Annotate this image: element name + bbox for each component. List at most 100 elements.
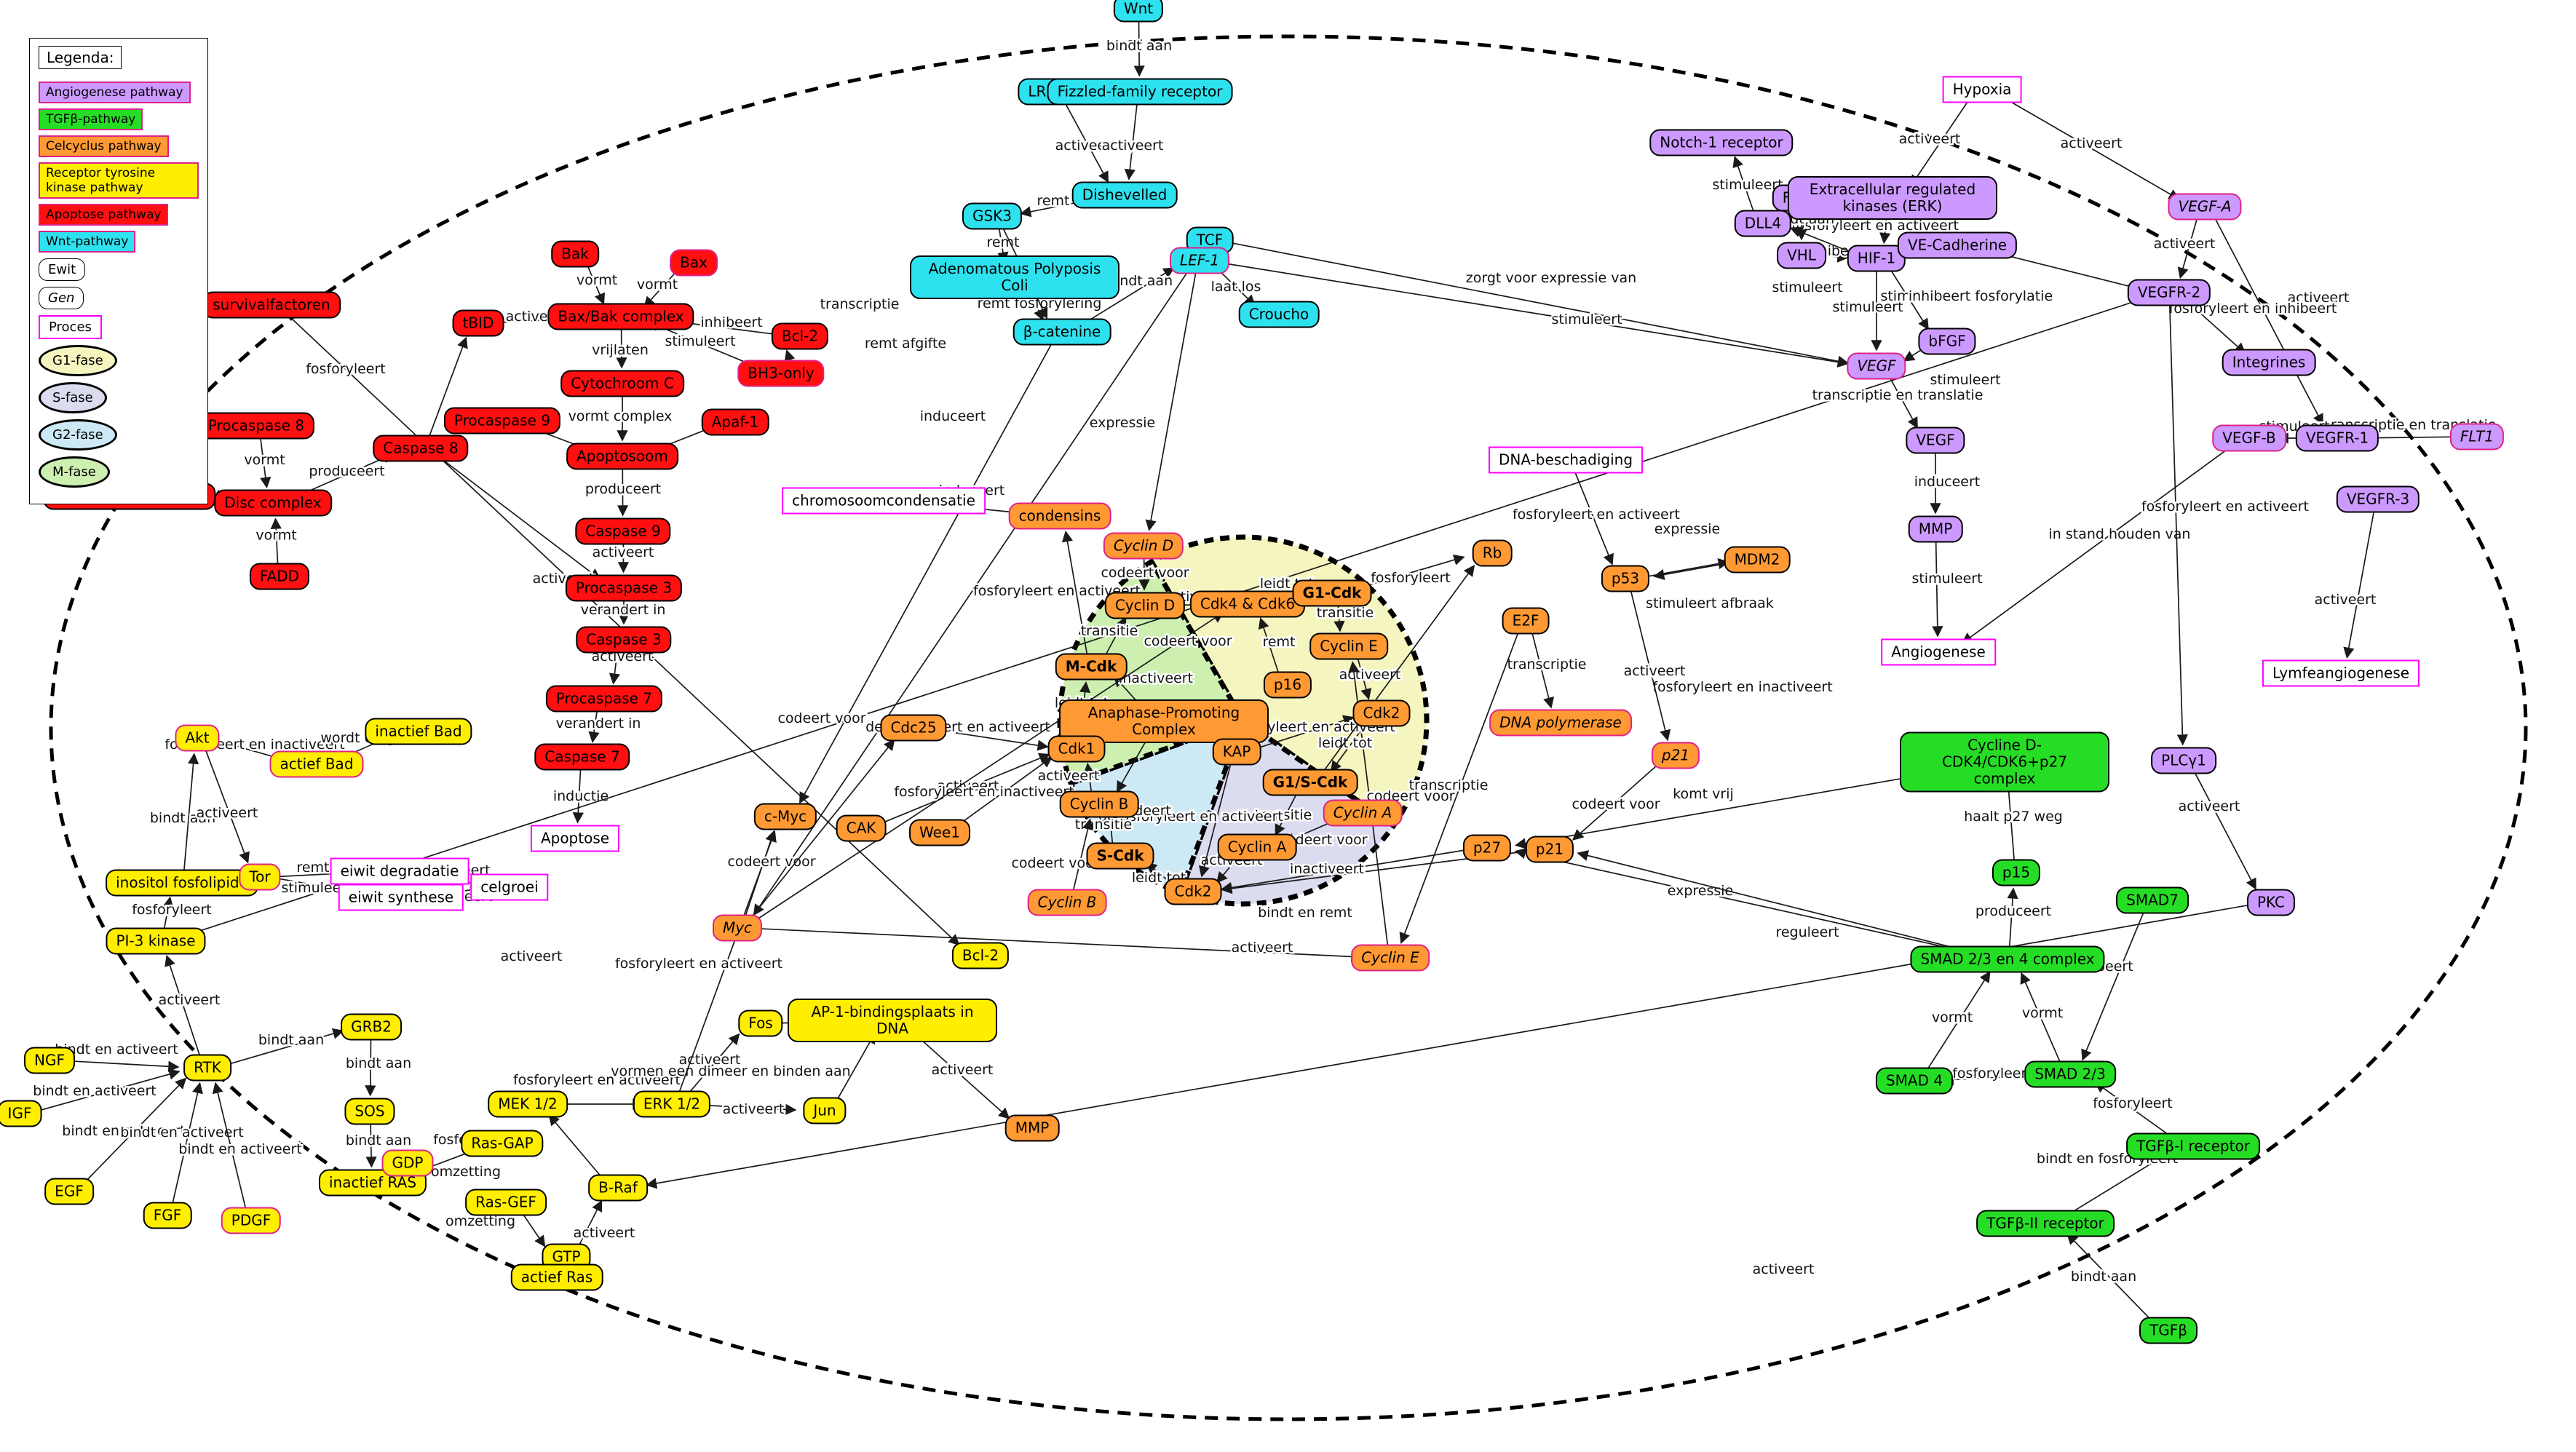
node-mmpo[interactable]: MMP [1004, 1114, 1060, 1142]
node-bbc[interactable]: Bax/Bak complex [547, 303, 694, 330]
node-cycA[interactable]: Cyclin A [1217, 833, 1297, 861]
node-smad7[interactable]: SMAD7 [2116, 886, 2189, 914]
node-vegfp[interactable]: VEGF [1906, 427, 1965, 454]
node-cond[interactable]: condensins [1008, 502, 1111, 530]
node-dsh[interactable]: Dishevelled [1071, 181, 1178, 209]
node-cycE[interactable]: Cyclin E [1309, 632, 1388, 660]
node-erk12[interactable]: ERK 1/2 [633, 1090, 711, 1118]
node-vhl[interactable]: VHL [1777, 242, 1826, 269]
node-apaf[interactable]: Apaf-1 [701, 408, 769, 436]
node-pc8[interactable]: Procaspase 8 [197, 412, 315, 440]
node-c8[interactable]: Caspase 8 [373, 435, 469, 462]
node-p27[interactable]: p27 [1462, 834, 1512, 862]
node-gscdk[interactable]: G1/S-Cdk [1262, 769, 1358, 796]
node-mdm2[interactable]: MDM2 [1724, 546, 1791, 574]
node-mmpp[interactable]: MMP [1908, 515, 1963, 543]
node-cytc[interactable]: Cytochroom C [560, 370, 684, 397]
node-jun[interactable]: Jun [803, 1097, 847, 1124]
node-p21g[interactable]: p21 [1651, 742, 1700, 769]
node-ngf[interactable]: NGF [24, 1047, 75, 1074]
node-chromc[interactable]: chromosoomcondensatie [782, 487, 986, 515]
node-dnapol[interactable]: DNA polymerase [1489, 709, 1632, 737]
node-igf[interactable]: IGF [0, 1100, 42, 1127]
node-aras[interactable]: actief Ras [510, 1263, 603, 1291]
node-vegfr3[interactable]: VEGFR-3 [2336, 485, 2420, 513]
node-vegfa[interactable]: VEGF-A [2168, 193, 2242, 221]
node-cmyc[interactable]: c-Myc [753, 803, 817, 830]
node-cycEg[interactable]: Cyclin E [1351, 944, 1430, 972]
node-c7[interactable]: Caspase 7 [534, 743, 630, 771]
node-cdc25[interactable]: Cdc25 [880, 714, 947, 742]
node-mek12[interactable]: MEK 1/2 [488, 1090, 568, 1118]
node-dll4[interactable]: DLL4 [1734, 210, 1792, 237]
node-flt1[interactable]: FLT1 [2449, 423, 2505, 451]
node-cdk1[interactable]: Cdk1 [1047, 735, 1106, 763]
node-fadd[interactable]: FADD [249, 563, 310, 590]
node-integ[interactable]: Integrines [2222, 349, 2316, 376]
node-celgr[interactable]: celgroei [470, 873, 549, 901]
node-p53[interactable]: p53 [1601, 565, 1650, 592]
node-smad4[interactable]: SMAD 4 [1875, 1067, 1954, 1095]
node-p15[interactable]: p15 [1992, 859, 2041, 886]
node-rasgap[interactable]: Ras-GAP [461, 1130, 544, 1157]
node-wee1[interactable]: Wee1 [909, 819, 970, 846]
node-tgfr2[interactable]: TGFβ-II receptor [1976, 1210, 2115, 1237]
node-plcg[interactable]: PLCγ1 [2151, 747, 2216, 774]
node-egf[interactable]: EGF [44, 1178, 94, 1205]
node-vegfr1[interactable]: VEGFR-1 [2295, 424, 2379, 452]
node-rtk[interactable]: RTK [183, 1054, 231, 1082]
node-cak[interactable]: CAK [836, 814, 887, 842]
node-notch[interactable]: Notch-1 receptor [1649, 129, 1794, 156]
node-pc9[interactable]: Procaspase 9 [443, 407, 561, 435]
node-eiwsyn[interactable]: eiwit synthese [338, 884, 464, 911]
node-cycDg[interactable]: Cyclin D [1103, 532, 1184, 560]
node-myc[interactable]: Myc [712, 914, 763, 942]
node-gsk3[interactable]: GSK3 [962, 202, 1023, 230]
node-dnadam[interactable]: DNA-beschadiging [1488, 446, 1644, 474]
node-aptsm[interactable]: Apoptosoom [566, 443, 678, 470]
node-vegfg[interactable]: VEGF [1847, 352, 1906, 380]
node-hif1[interactable]: HIF-1 [1847, 245, 1906, 272]
node-smadc[interactable]: SMAD 2/3 en 4 complex [1910, 945, 2105, 973]
node-vegfb[interactable]: VEGF-B [2212, 424, 2286, 452]
node-cycB[interactable]: Cyclin B [1059, 790, 1139, 818]
node-tbid[interactable]: tBID [452, 309, 504, 337]
node-c3[interactable]: Caspase 3 [576, 626, 672, 654]
node-braf[interactable]: B-Raf [588, 1174, 648, 1202]
node-scdk[interactable]: S-Cdk [1086, 842, 1154, 870]
node-c9[interactable]: Caspase 9 [575, 517, 671, 545]
node-bh3[interactable]: BH3-only [737, 360, 825, 387]
node-cdk2b[interactable]: Cdk2 [1164, 878, 1222, 905]
node-wnt[interactable]: Wnt [1113, 0, 1164, 23]
node-mcdk[interactable]: M-Cdk [1055, 653, 1128, 681]
node-sos[interactable]: SOS [344, 1098, 395, 1125]
node-erks[interactable]: Extracellular regulated kinases (ERK) [1788, 176, 1997, 220]
node-p16[interactable]: p16 [1263, 671, 1312, 699]
node-bcl2r[interactable]: Bcl-2 [771, 322, 829, 350]
node-tgfr1[interactable]: TGFβ-I receptor [2126, 1132, 2260, 1160]
node-pc3[interactable]: Procaspase 3 [565, 574, 683, 602]
node-cycD[interactable]: Cyclin D [1104, 592, 1186, 619]
node-fgf[interactable]: FGF [143, 1202, 192, 1229]
node-tor[interactable]: Tor [239, 863, 281, 891]
node-ccomplex[interactable]: Cycline D-CDK4/CDK6+p27 complex [1900, 731, 2109, 793]
node-bfgf[interactable]: bFGF [1918, 328, 1976, 355]
node-vegfr2[interactable]: VEGFR-2 [2127, 279, 2211, 306]
node-iras[interactable]: inactief RAS [318, 1169, 427, 1197]
node-angio[interactable]: Angiogenese [1881, 638, 1996, 666]
node-inos[interactable]: inositol fosfolipide [106, 869, 258, 897]
node-ap1[interactable]: AP-1-bindingsplaats in DNA [788, 999, 997, 1042]
node-bak[interactable]: Bak [551, 240, 599, 268]
node-fzd[interactable]: Fizzled-family receptor [1047, 78, 1233, 106]
node-smad23[interactable]: SMAD 2/3 [2024, 1060, 2116, 1088]
node-rasgef[interactable]: Ras-GEF [465, 1189, 547, 1216]
node-lymf[interactable]: Lymfeangiogenese [2262, 659, 2420, 687]
node-cdk46[interactable]: Cdk4 & Cdk6 [1189, 590, 1306, 618]
node-apop[interactable]: Apoptose [530, 825, 620, 852]
node-cycBg[interactable]: Cyclin B [1027, 889, 1107, 916]
node-g1cdk[interactable]: G1-Cdk [1292, 579, 1372, 607]
node-pc7[interactable]: Procaspase 7 [545, 685, 663, 713]
node-bcat[interactable]: β-catenine [1012, 318, 1111, 346]
node-vecad[interactable]: VE-Cadherine [1897, 231, 2018, 259]
node-grou[interactable]: Croucho [1238, 301, 1320, 328]
